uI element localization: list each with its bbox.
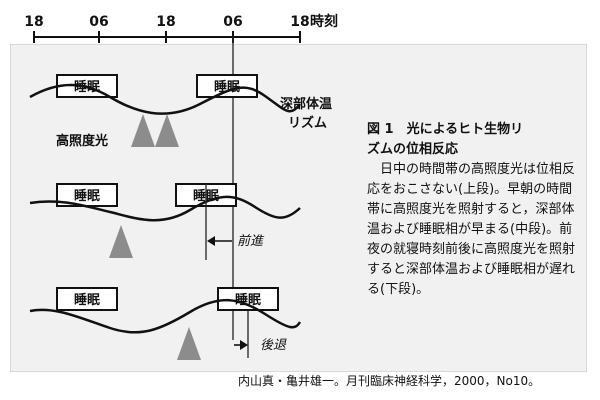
body-temperature-wave: [29, 299, 302, 334]
rhythm-label-line2: リズム: [288, 115, 327, 131]
body-temperature-wave: [29, 195, 301, 222]
row-advance: 睡眠 睡眠 前進: [29, 183, 301, 260]
time-tick-label: 18: [290, 14, 309, 30]
sleep-box: [196, 74, 258, 98]
delay-arrowhead: [240, 340, 248, 350]
time-unit-label: 時刻: [310, 13, 338, 30]
time-tick-label: 06: [89, 14, 108, 30]
bright-light-cone: [131, 114, 155, 147]
row-delay: 睡眠 睡眠 後退: [29, 287, 302, 360]
sleep-label: 睡眠: [235, 292, 261, 308]
figure-caption: 図 1 光によるヒト生物リ ズムの位相反応 日中の時間帯の高照度光は位相反応をお…: [367, 120, 585, 300]
time-tick-label: 18: [24, 14, 43, 30]
bright-light-cone: [177, 327, 201, 360]
bright-light-cone: [109, 225, 133, 258]
caption-title: 図 1 光によるヒト生物リ ズムの位相反応: [367, 120, 585, 160]
delay-label: 後退: [260, 338, 287, 353]
advance-label: 前進: [237, 234, 265, 249]
source-citation: 内山真・亀井雄一。月刊臨床神経科学，2000，No10。: [238, 374, 541, 388]
sleep-box: [56, 287, 118, 311]
sleep-label: 睡眠: [214, 79, 240, 95]
time-axis: 18 06 18 06 18 時刻: [24, 13, 338, 43]
sleep-label: 睡眠: [74, 188, 100, 204]
caption-title-line: 図 1 光によるヒト生物リ: [367, 122, 524, 137]
time-tick-label: 18: [156, 14, 175, 30]
caption-title-line: ズムの位相反応: [367, 142, 459, 157]
time-tick-label: 06: [223, 14, 242, 30]
bright-light-cone: [155, 114, 179, 147]
caption-body: 日中の時間帯の高照度光は位相反応をおこさない(上段)。早朝の時間帯に高照度光を照…: [367, 162, 576, 297]
row-no-shift: 睡眠 睡眠 深部体温 リズム 高照度光: [29, 74, 332, 149]
body-temperature-wave: [29, 83, 302, 115]
rhythm-label-line1: 深部体温: [280, 96, 332, 112]
bright-light-label: 高照度光: [56, 133, 108, 149]
sleep-label: 睡眠: [74, 292, 100, 308]
advance-arrowhead: [207, 236, 215, 246]
